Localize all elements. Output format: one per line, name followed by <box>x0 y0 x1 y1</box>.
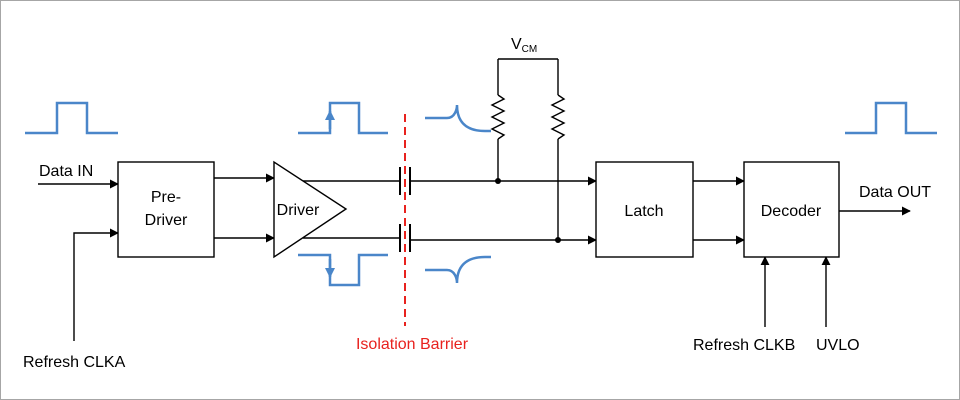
refresh-clkb-label: Refresh CLKB <box>693 337 795 354</box>
input-pulse-waveform <box>25 101 118 135</box>
waveforms <box>25 101 937 287</box>
wiring <box>38 58 911 341</box>
vcm-sub-text: CM <box>522 44 538 55</box>
junction-dot-bottom <box>555 237 561 243</box>
pre-driver-label-line1: Pre- <box>151 189 181 206</box>
output-pulse-waveform <box>845 101 937 135</box>
spike-bottom-waveform <box>425 255 491 284</box>
isolation-barrier-label: Isolation Barrier <box>356 336 469 353</box>
resistor-right-zigzag-icon <box>550 94 566 140</box>
driver-label: Driver <box>277 202 320 219</box>
pre-driver-block <box>117 161 215 258</box>
latch-label: Latch <box>624 203 663 220</box>
vcm-main-text: V <box>511 36 522 53</box>
decoder-block <box>743 161 840 258</box>
data-out-label: Data OUT <box>859 184 931 201</box>
refresh-clka-label: Refresh CLKA <box>23 354 126 371</box>
driver-pulse-down-waveform <box>298 253 388 287</box>
decoder-label: Decoder <box>761 203 822 220</box>
pre-driver-label-line2: Driver <box>145 212 188 229</box>
data-in-label: Data IN <box>39 163 93 180</box>
resistor-left-zigzag-icon <box>490 94 506 140</box>
uvlo-label: UVLO <box>816 337 860 354</box>
spike-top-waveform <box>425 104 491 133</box>
vcm-label: VCM <box>511 36 537 55</box>
refresh-clka-wire <box>73 228 119 341</box>
junction-dot-top <box>495 178 501 184</box>
driver-triangle-block <box>273 160 348 259</box>
driver-pulse-up-waveform <box>298 101 388 135</box>
latch-block <box>595 161 694 258</box>
